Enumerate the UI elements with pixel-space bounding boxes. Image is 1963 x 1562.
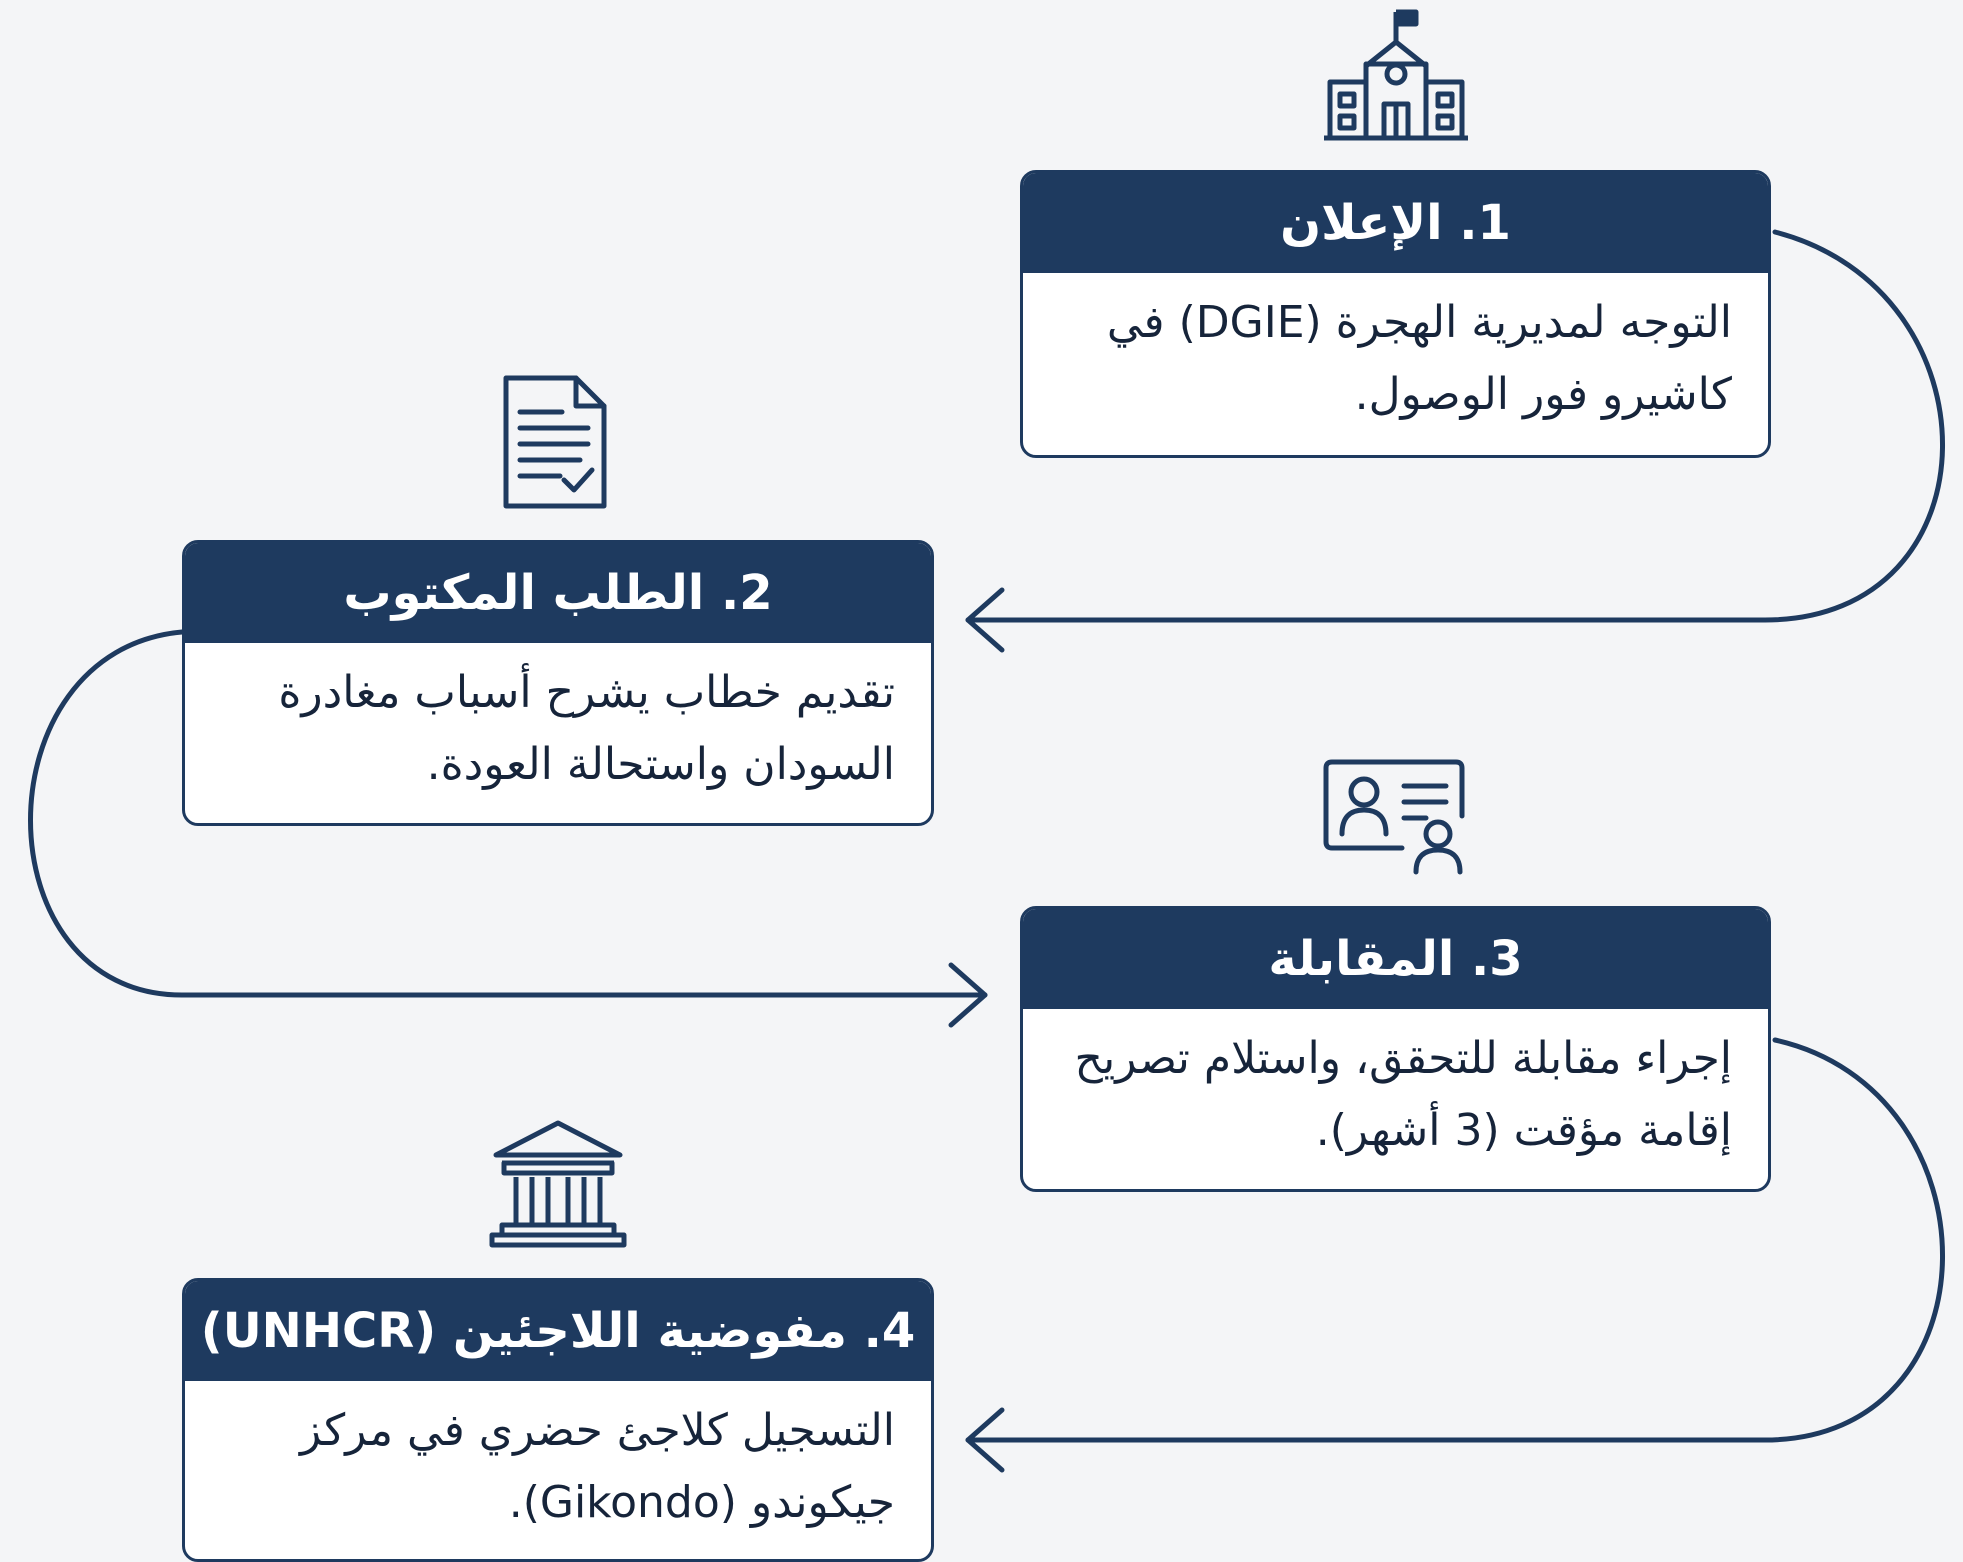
step-4-title: 4. مفوضية اللاجئين (UNHCR) (185, 1281, 931, 1381)
step-1-title: 1. الإعلان (1023, 173, 1768, 273)
document-check-icon (503, 375, 607, 509)
government-building-icon (489, 1120, 627, 1248)
step-4-description: التسجيل كلاجئ حضري في مركز جيكوندو (Giko… (299, 1405, 895, 1528)
id-card-person-icon (1323, 759, 1465, 875)
step-3-description: إجراء مقابلة للتحقق، واستلام تصريح إقامة… (1074, 1033, 1732, 1156)
arrowhead-to-step-2 (965, 587, 1005, 653)
step-card-4: 4. مفوضية اللاجئين (UNHCR) التسجيل كلاجئ… (182, 1278, 934, 1562)
arrowhead-to-step-4 (965, 1407, 1005, 1473)
arrowhead-to-step-3 (948, 962, 988, 1028)
step-1-description: التوجه لمديرية الهجرة (DGIE) في كاشيرو ف… (1106, 297, 1732, 420)
step-card-2: 2. الطلب المكتوب تقديم خطاب يشرح أسباب م… (182, 540, 934, 826)
school-building-icon (1324, 9, 1468, 141)
connector-2-to-3 (28, 629, 988, 998)
step-2-description: تقديم خطاب يشرح أسباب مغادرة السودان واس… (278, 667, 895, 790)
step-2-title: 2. الطلب المكتوب (185, 543, 931, 643)
step-3-title: 3. المقابلة (1023, 909, 1768, 1009)
step-card-3: 3. المقابلة إجراء مقابلة للتحقق، واستلام… (1020, 906, 1771, 1192)
connector-1-to-2 (965, 229, 1945, 623)
connector-3-to-4 (965, 1037, 1945, 1443)
step-card-1: 1. الإعلان التوجه لمديرية الهجرة (DGIE) … (1020, 170, 1771, 458)
